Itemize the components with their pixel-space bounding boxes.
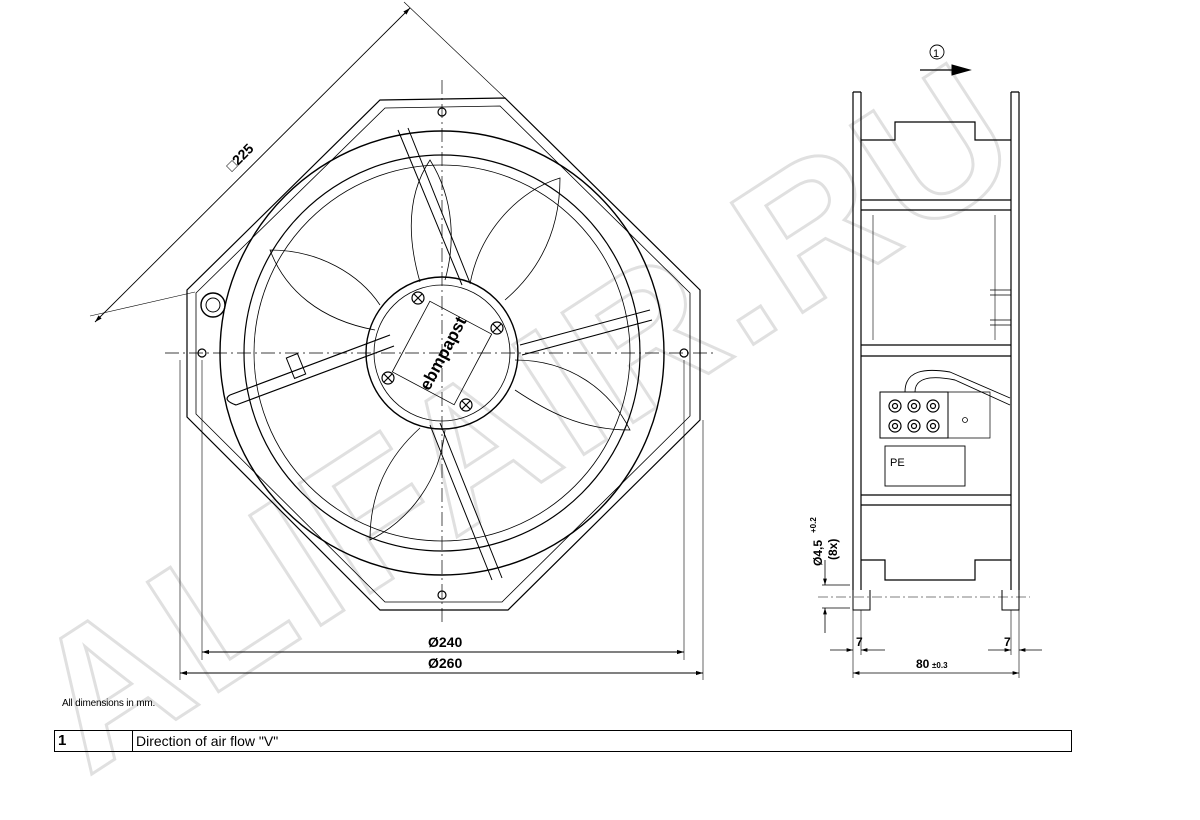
- depth-label: 80: [916, 657, 930, 671]
- hole-tolerance-label: +0.2: [809, 517, 818, 533]
- terminal-wires: [904, 369, 1011, 406]
- housing-outline: [186, 97, 701, 611]
- hole-dimension-text: Ø4,5 +0.2 (8x): [809, 517, 840, 566]
- cable-gland-inner: [205, 297, 221, 313]
- side-inner-guide: [872, 215, 996, 340]
- terminal-screw: [926, 419, 940, 433]
- diameter-dimensions: [179, 360, 704, 680]
- hub-screw: [381, 371, 395, 385]
- airflow-arrow: [920, 44, 972, 76]
- fan-blade: [469, 177, 561, 301]
- hole-right: [1001, 590, 1020, 611]
- terminal-screw: [888, 419, 902, 433]
- hole-diameter-label: Ø4,5: [811, 540, 825, 566]
- housing-inner-outline: [195, 105, 691, 603]
- strut: [397, 127, 471, 286]
- side-rib: [861, 199, 1011, 211]
- watermark-text: ALIFAIR.RU: [0, 20, 1055, 811]
- brand-plate: [391, 300, 493, 406]
- square-dimension-label: □225: [223, 140, 257, 174]
- strut: [429, 422, 503, 581]
- side-clip: [990, 289, 1011, 326]
- side-right-flange: [1010, 91, 1020, 590]
- hole-count-label: (8x): [826, 539, 840, 560]
- hole-left: [852, 590, 871, 611]
- terminal-block: [879, 391, 949, 439]
- side-top-profile: [861, 121, 1011, 141]
- terminal-point: [962, 417, 968, 423]
- cable-channel: [226, 334, 395, 406]
- fan-blade: [514, 359, 631, 431]
- terminal-cover: [880, 391, 991, 439]
- units-note: All dimensions in mm.: [62, 698, 156, 709]
- fan-blade: [410, 159, 452, 283]
- fan-blade: [369, 427, 446, 541]
- hole-dimension: [822, 560, 850, 633]
- bore-diameter-label: Ø240: [428, 634, 462, 650]
- fan-blade: [269, 249, 381, 331]
- terminal-screw: [926, 399, 940, 413]
- cable-gland-outer: [200, 292, 226, 318]
- hub-screw: [411, 291, 425, 305]
- pe-label: PE: [890, 457, 905, 469]
- square-dimension: [89, 1, 506, 323]
- legend-table: 1 Direction of air flow "V": [54, 730, 1072, 752]
- hub-screw: [490, 321, 504, 335]
- hub-screw: [459, 398, 473, 412]
- legend-text: Direction of air flow "V": [136, 733, 279, 749]
- cable-clip: [285, 352, 307, 380]
- flange-right-label: 7: [1004, 635, 1011, 649]
- watermark: ALIFAIR.RU: [0, 18, 1056, 812]
- airflow-marker: 1: [933, 48, 939, 60]
- depth-tolerance-label: ±0.3: [932, 661, 948, 670]
- flange-left-label: 7: [856, 635, 863, 649]
- side-view: [818, 91, 1030, 611]
- pe-plate: [884, 445, 966, 487]
- strut: [519, 309, 653, 356]
- depth-dimensions: [830, 610, 1042, 678]
- side-left-flange: [852, 91, 862, 590]
- side-rib: [861, 344, 1011, 357]
- legend-number: 1: [55, 731, 133, 751]
- terminal-screw: [907, 399, 921, 413]
- outer-diameter-label: Ø260: [428, 655, 462, 671]
- terminal-screw: [907, 419, 921, 433]
- side-bottom-profile: [861, 559, 1011, 581]
- side-rib: [861, 494, 1011, 506]
- terminal-screw: [888, 399, 902, 413]
